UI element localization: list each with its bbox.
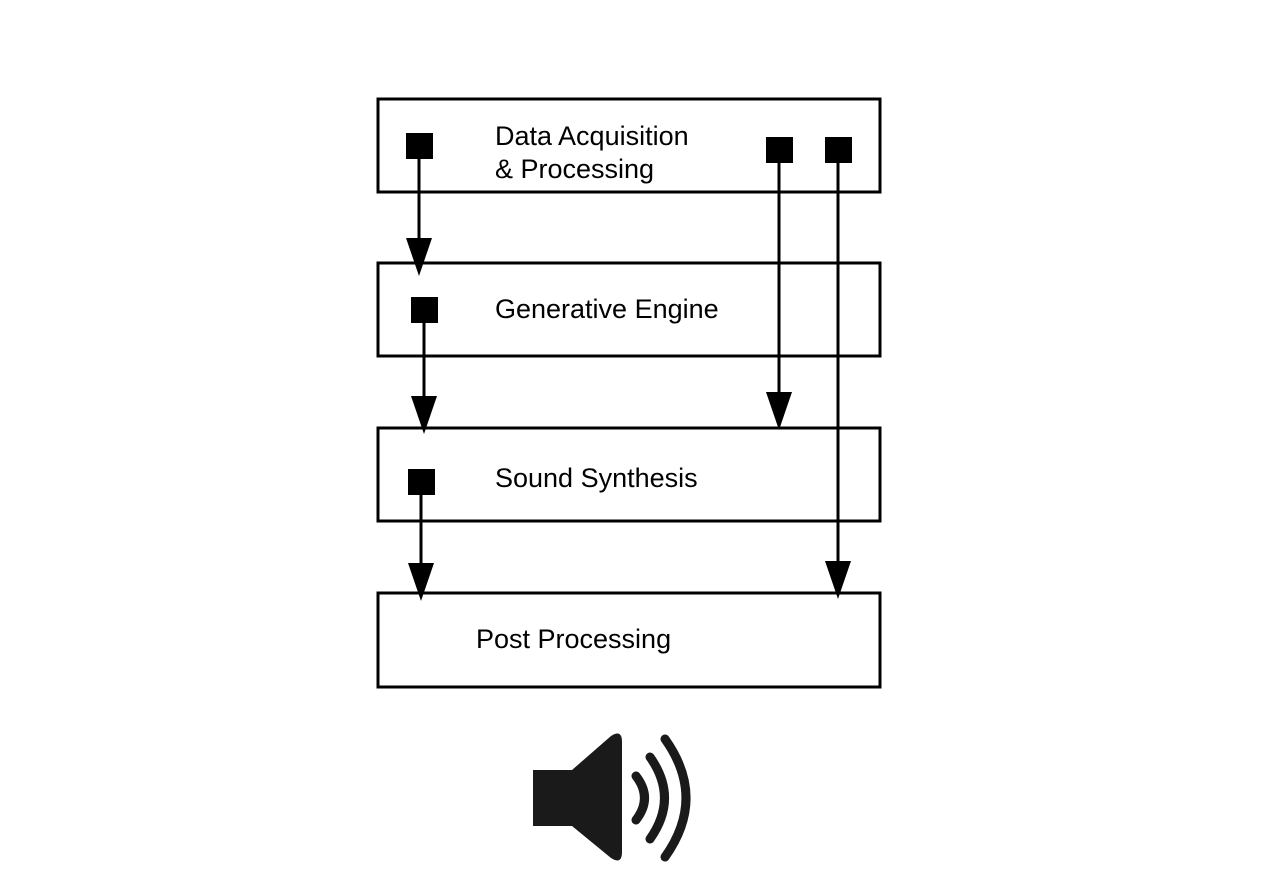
- arrowhead: [408, 563, 434, 601]
- stage-sound-synthesis: Sound Synthesis: [376, 426, 882, 523]
- arrowhead: [825, 561, 851, 599]
- output-port: [408, 469, 435, 495]
- output-port: [406, 133, 433, 159]
- arrowhead: [406, 238, 432, 276]
- stage-box: [376, 591, 882, 689]
- stage-label: Sound Synthesis: [495, 463, 698, 493]
- stage-generative-engine: Generative Engine: [376, 261, 882, 358]
- connection-acquisition-to-generative: [406, 158, 432, 276]
- arrowhead: [766, 392, 792, 430]
- stage-box: [376, 97, 882, 194]
- stage-data-acquisition: Data Acquisition & Processing: [376, 97, 882, 194]
- output-port: [411, 297, 438, 323]
- connection-acquisition-to-post: [825, 158, 851, 599]
- connection-acquisition-to-synthesis: [766, 158, 792, 430]
- stage-post-processing: Post Processing: [376, 591, 882, 689]
- stage-box: [376, 261, 882, 358]
- connection-generative-to-synthesis: [411, 322, 437, 434]
- stage-label: Post Processing: [476, 624, 671, 654]
- arrowhead: [411, 396, 437, 434]
- connection-synthesis-to-post: [408, 494, 434, 601]
- stage-label-line-1: Data Acquisition: [495, 121, 689, 151]
- output-port: [766, 137, 793, 163]
- stage-label: Generative Engine: [495, 294, 719, 324]
- stage-label-line-2: & Processing: [495, 154, 654, 184]
- output-port: [825, 137, 852, 163]
- speaker-icon: [533, 733, 691, 862]
- stage-box: [376, 426, 882, 523]
